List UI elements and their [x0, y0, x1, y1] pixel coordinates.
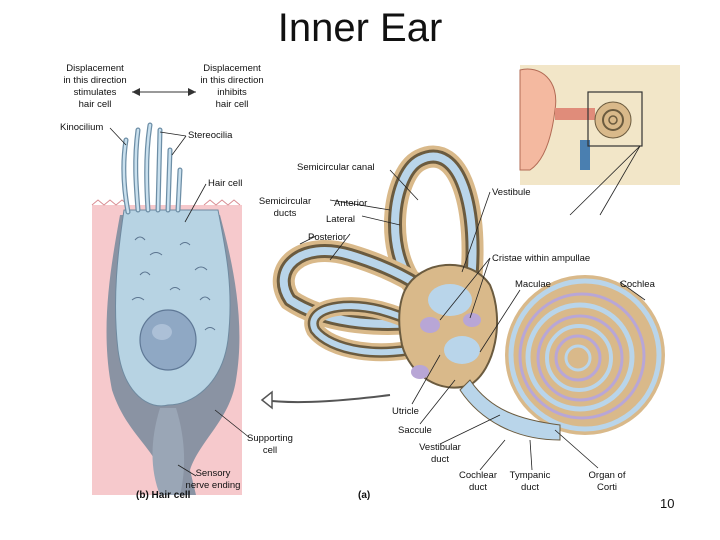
tympanic-duct-line-2: duct — [521, 482, 539, 493]
saccule — [444, 336, 480, 364]
vestibular-duct-line-2: duct — [431, 454, 449, 465]
hair-cell-label: Hair cell — [208, 178, 242, 189]
supporting-cell-line-1: Supporting — [247, 433, 293, 444]
maculae-label: Maculae — [515, 279, 551, 290]
inset-box — [587, 91, 643, 147]
tympanic-duct-line-1: Tympanic — [510, 470, 551, 481]
stimulates-line-1: Displacement — [66, 63, 124, 74]
utricle-label: Utricle — [392, 406, 419, 417]
supporting-cell-line-2: cell — [263, 445, 277, 456]
hair-cell-figure — [91, 88, 251, 495]
semicircular-canal-label: Semicircular canal — [297, 162, 375, 173]
organ-of-corti-line-1: Organ of — [589, 470, 626, 481]
inhibits-line-1: Displacement — [203, 63, 261, 74]
kinocilium-label: Kinocilium — [60, 122, 103, 133]
hair-cell-body — [115, 209, 231, 407]
inhibits-line-2: in this direction — [200, 75, 263, 86]
crista — [420, 317, 440, 333]
saccule-label: Saccule — [398, 425, 432, 436]
inhibits-line-4: hair cell — [216, 99, 249, 110]
utricle — [428, 284, 472, 316]
inhibits-line-3: inhibits — [217, 87, 247, 98]
labyrinth-figure — [260, 65, 680, 471]
sensory-line-2: nerve ending — [186, 480, 241, 491]
nerve-ending — [152, 408, 185, 495]
organ-of-corti-line-2: Corti — [597, 482, 617, 493]
outer-ear — [519, 68, 557, 171]
vestibule-label: Vestibule — [492, 187, 531, 198]
sensory-line-1: Sensory — [196, 468, 231, 479]
cochlea-label: Cochlea — [620, 279, 656, 290]
hair-cell-caption: (b) Hair cell — [136, 490, 191, 501]
cochlea — [505, 275, 665, 435]
ear-inset — [519, 65, 680, 185]
cochlear-duct-line-2: duct — [469, 482, 487, 493]
stereocilia-bundle — [121, 122, 183, 215]
stimulates-line-3: stimulates — [74, 87, 117, 98]
vestibular-duct-line-1: Vestibular — [419, 442, 461, 453]
stereocilia-label: Stereocilia — [188, 130, 233, 141]
semicircular-ducts-line-2: ducts — [274, 208, 297, 219]
page-number: 10 — [660, 496, 675, 511]
stimulates-line-2: in this direction — [63, 75, 126, 86]
labyrinth-caption: (a) — [358, 490, 370, 501]
cristae-label: Cristae within ampullae — [492, 253, 590, 264]
anterior-label: Anterior — [334, 198, 367, 209]
lateral-label: Lateral — [326, 214, 355, 225]
semicircular-ducts-line-1: Semicircular — [259, 196, 311, 207]
posterior-label: Posterior — [308, 232, 346, 243]
nucleus — [139, 309, 197, 371]
stimulates-line-4: hair cell — [79, 99, 112, 110]
page-title: Inner Ear — [277, 6, 443, 50]
cochlear-duct-line-1: Cochlear — [459, 470, 497, 481]
